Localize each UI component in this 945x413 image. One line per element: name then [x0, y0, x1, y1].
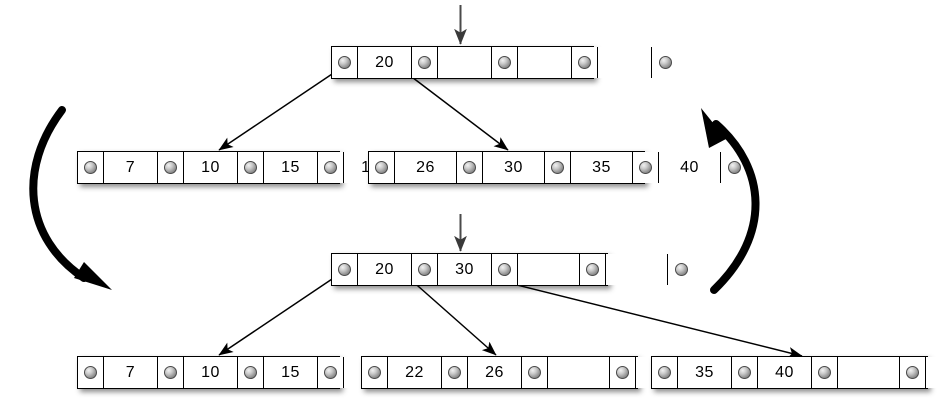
pointer-cell[interactable] — [238, 357, 264, 388]
pointer-dot-icon — [368, 366, 381, 379]
pointer-cell[interactable] — [78, 357, 104, 388]
pointer-cell[interactable] — [572, 47, 598, 78]
pointer-dot-icon — [906, 366, 919, 379]
leaf-node-after-middle[interactable]: 22 26 — [361, 356, 724, 389]
key-cell: 26 — [395, 152, 457, 183]
edge-root-after-to-left-leaf — [218, 272, 342, 356]
key-cell — [598, 47, 652, 78]
key-cell: 10 — [184, 152, 238, 183]
pointer-dot-icon — [418, 56, 431, 69]
pointer-cell[interactable] — [545, 152, 571, 183]
key-cell: 7 — [104, 152, 158, 183]
pointer-cell[interactable] — [332, 254, 358, 285]
key-cell: 20 — [358, 47, 412, 78]
pointer-cell[interactable] — [721, 152, 747, 183]
pointer-cell[interactable] — [652, 47, 678, 78]
key-cell: 40 — [659, 152, 721, 183]
edge-root-before-to-right-leaf — [399, 67, 509, 151]
leaf-node-after-left[interactable]: 7 10 15 18 — [77, 356, 424, 389]
pointer-dot-icon — [818, 366, 831, 379]
pointer-cell[interactable] — [369, 152, 395, 183]
pointer-dot-icon — [418, 263, 431, 276]
pointer-dot-icon — [375, 161, 388, 174]
pointer-dot-icon — [498, 263, 511, 276]
pointer-cell[interactable] — [652, 357, 678, 388]
key-cell: 35 — [571, 152, 633, 183]
pointer-cell[interactable] — [158, 357, 184, 388]
transition-arrow-right — [701, 108, 760, 294]
pointer-cell[interactable] — [610, 357, 636, 388]
key-cell — [518, 47, 572, 78]
pointer-dot-icon — [244, 161, 257, 174]
pointer-cell[interactable] — [732, 357, 758, 388]
pointer-cell[interactable] — [522, 357, 548, 388]
key-cell: 20 — [358, 254, 412, 285]
key-cell — [838, 357, 900, 388]
key-cell — [926, 357, 945, 388]
leaf-node-before-right[interactable]: 26 30 35 40 — [368, 151, 747, 184]
pointer-cell[interactable] — [812, 357, 838, 388]
pointer-dot-icon — [324, 161, 337, 174]
pointer-dot-icon — [639, 161, 652, 174]
key-cell — [548, 357, 610, 388]
edge-root-before-to-left-leaf — [218, 67, 342, 151]
pointer-dot-icon — [498, 56, 511, 69]
key-cell: 7 — [104, 357, 158, 388]
pointer-dot-icon — [463, 161, 476, 174]
key-cell: 15 — [264, 357, 318, 388]
leaf-node-before-left[interactable]: 7 10 15 18 — [77, 151, 424, 184]
pointer-cell[interactable] — [457, 152, 483, 183]
key-cell: 22 — [388, 357, 442, 388]
pointer-cell[interactable] — [442, 357, 468, 388]
key-cell: 40 — [758, 357, 812, 388]
pointer-dot-icon — [448, 366, 461, 379]
pointer-dot-icon — [586, 263, 599, 276]
key-cell: 35 — [678, 357, 732, 388]
key-cell: 30 — [438, 254, 492, 285]
pointer-dot-icon — [528, 366, 541, 379]
key-cell: 15 — [264, 152, 318, 183]
pointer-dot-icon — [338, 56, 351, 69]
pointer-cell[interactable] — [158, 152, 184, 183]
key-cell: 26 — [468, 357, 522, 388]
pointer-cell[interactable] — [332, 47, 358, 78]
pointer-cell[interactable] — [238, 152, 264, 183]
pointer-cell[interactable] — [78, 152, 104, 183]
pointer-dot-icon — [658, 366, 671, 379]
pointer-dot-icon — [674, 263, 688, 276]
pointer-cell[interactable] — [900, 357, 926, 388]
pointer-dot-icon — [244, 366, 257, 379]
pointer-dot-icon — [164, 161, 177, 174]
pointer-cell[interactable] — [318, 152, 344, 183]
pointer-cell[interactable] — [318, 357, 344, 388]
pointer-cell[interactable] — [668, 254, 694, 285]
pointer-dot-icon — [84, 161, 97, 174]
pointer-cell[interactable] — [633, 152, 659, 183]
pointer-cell[interactable] — [492, 254, 518, 285]
pointer-dot-icon — [616, 366, 629, 379]
pointer-dot-icon — [578, 56, 591, 69]
key-cell — [518, 254, 580, 285]
key-cell: 30 — [483, 152, 545, 183]
key-cell — [606, 254, 668, 285]
pointer-dot-icon — [658, 56, 672, 69]
leaf-node-after-right[interactable]: 35 40 — [651, 356, 945, 389]
pointer-dot-icon — [84, 366, 97, 379]
pointer-dot-icon — [551, 161, 564, 174]
root-node-after[interactable]: 20 30 — [331, 253, 694, 286]
pointer-dot-icon — [324, 366, 337, 379]
transition-arrow-left — [29, 106, 112, 290]
pointer-dot-icon — [727, 161, 741, 174]
key-cell: 10 — [184, 357, 238, 388]
pointer-cell[interactable] — [492, 47, 518, 78]
pointer-cell[interactable] — [362, 357, 388, 388]
pointer-dot-icon — [164, 366, 177, 379]
root-node-before[interactable]: 20 — [331, 46, 678, 79]
pointer-cell[interactable] — [580, 254, 606, 285]
pointer-dot-icon — [338, 263, 351, 276]
pointer-cell[interactable] — [412, 254, 438, 285]
key-cell — [438, 47, 492, 78]
pointer-cell[interactable] — [412, 47, 438, 78]
pointer-dot-icon — [738, 366, 751, 379]
